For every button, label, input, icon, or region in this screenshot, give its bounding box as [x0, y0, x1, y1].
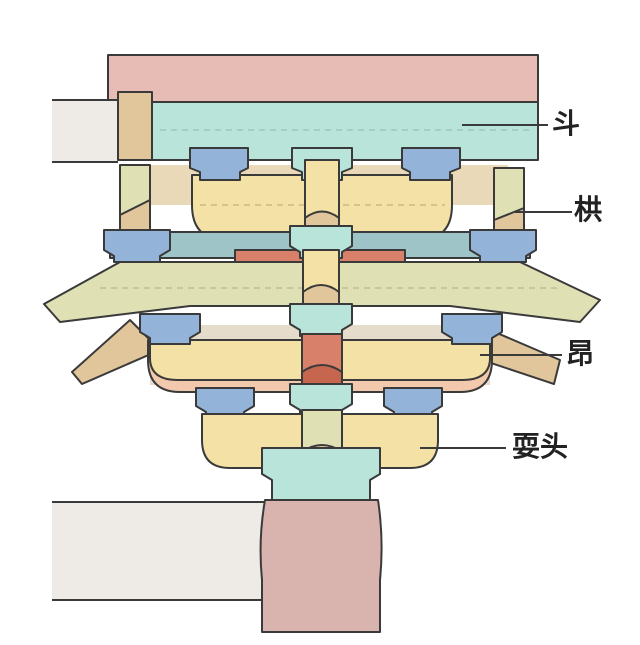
lower-center-dou [289, 303, 353, 337]
left-tan-block [117, 91, 153, 161]
upper-blue-dou-right [401, 147, 461, 181]
lower-blue-dou-left [139, 313, 201, 345]
label-dou: 斗 [552, 107, 581, 140]
label-gong: 栱 [574, 193, 603, 226]
label-shuatou: 耍头 [512, 430, 569, 463]
middle-blue-dou-right [469, 229, 537, 263]
top-beam [107, 54, 539, 104]
label-ang: 昂 [566, 337, 595, 370]
left-wall-top [52, 100, 118, 162]
middle-blue-dou-left [103, 229, 171, 263]
lower-blue-dou-right [441, 313, 503, 345]
ludou-base-block [261, 447, 381, 501]
upper-blue-dou-left [189, 147, 249, 181]
column [259, 499, 383, 633]
left-wall-bottom [52, 502, 267, 600]
